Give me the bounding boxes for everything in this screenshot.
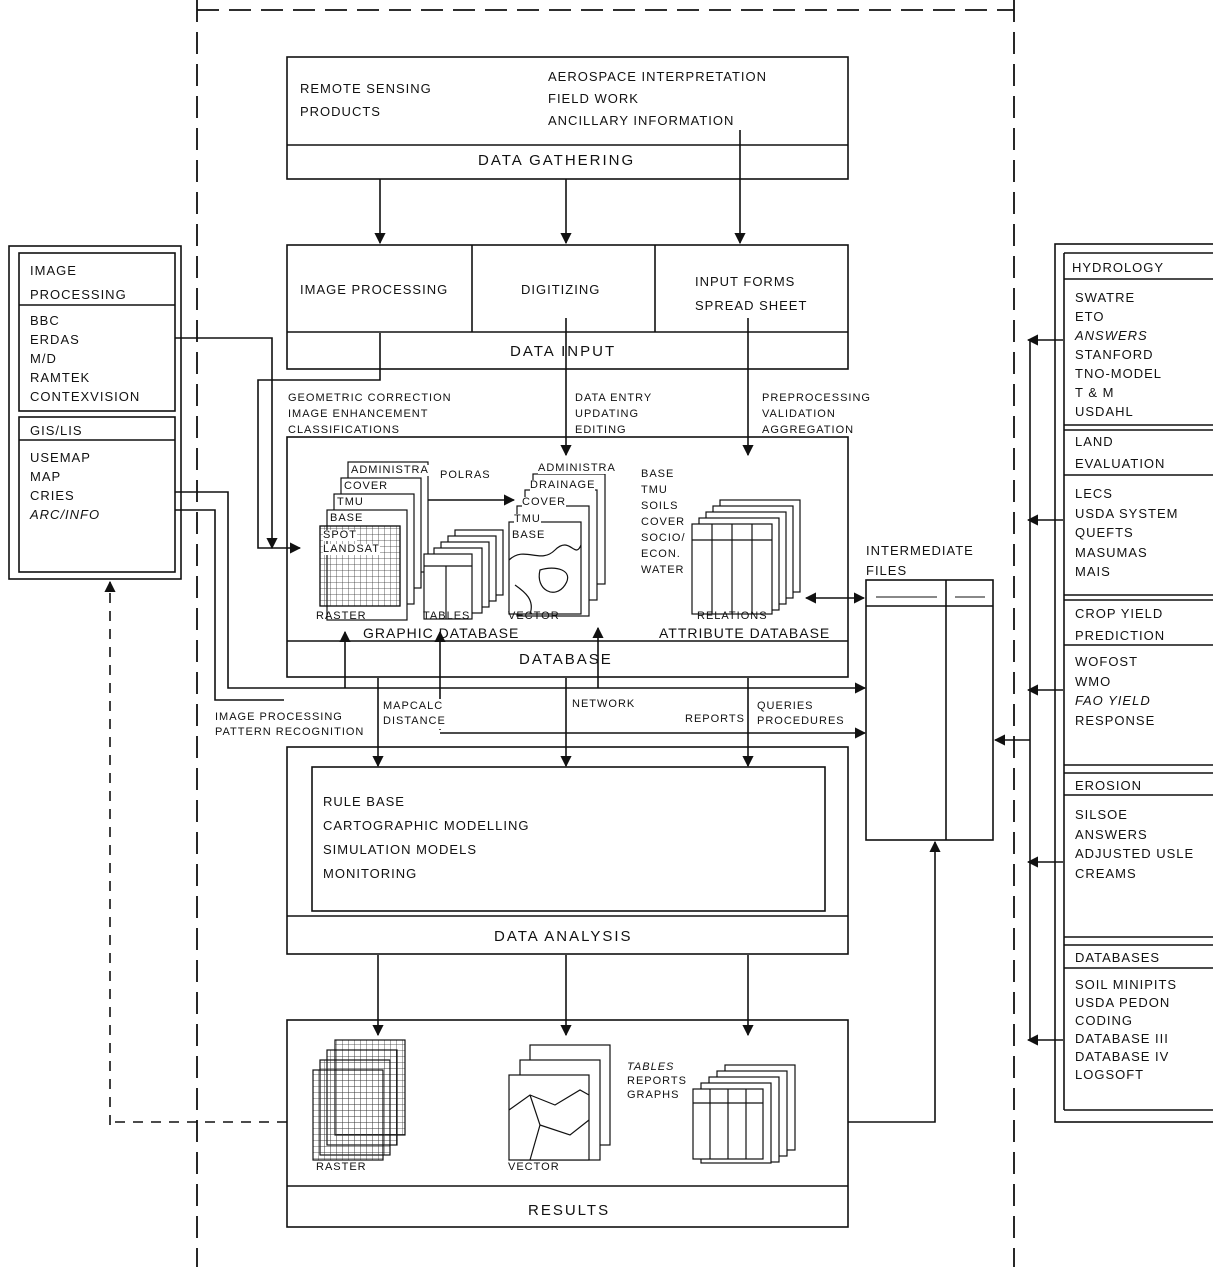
databases-title: DATABASES	[1075, 951, 1160, 964]
gathering-sources: AEROSPACE INTERPRETATION FIELD WORK ANCI…	[548, 66, 767, 132]
network-label: NETWORK	[572, 699, 635, 710]
raster-label: RASTER	[316, 611, 367, 622]
result-raster-icon	[313, 1040, 405, 1160]
raster-layer-landsat: LANDSAT	[323, 544, 380, 555]
relations-stack-icon	[692, 500, 800, 614]
land-evaluation-title: LAND	[1075, 435, 1114, 448]
vector-layer-base: BASE	[512, 530, 545, 541]
vector-layer-administra: ADMINISTRA	[538, 463, 616, 474]
attribute-list: BASE TMU SOILS COVER SOCIO/ ECON. WATER	[641, 466, 686, 578]
erosion-title: EROSION	[1075, 779, 1142, 792]
erosion-models: SILSOE ANSWERS ADJUSTED USLE CREAMS	[1075, 805, 1194, 883]
crop-yield-title-2: PREDICTION	[1075, 629, 1165, 642]
polras-label: POLRAS	[440, 470, 491, 481]
raster-layer-tmu: TMU	[337, 497, 364, 508]
result-vector-label: VECTOR	[508, 1162, 560, 1173]
digitize-steps: DATA ENTRY UPDATING EDITING	[575, 390, 652, 438]
database-title: DATABASE	[519, 652, 613, 667]
raster-layer-administra: ADMINISTRA	[351, 465, 429, 476]
hydrology-title: HYDROLOGY	[1072, 261, 1164, 274]
input-steps: PREPROCESSING VALIDATION AGGREGATION	[762, 390, 871, 438]
raster-layer-spot: SPOT	[323, 530, 357, 541]
crop-yield-models: WOFOST WMO FAO YIELD RESPONSE	[1075, 652, 1155, 730]
land-evaluation-title-2: EVALUATION	[1075, 457, 1165, 470]
data-input-title: DATA INPUT	[510, 344, 616, 359]
digitizing-input: DIGITIZING	[521, 283, 600, 296]
vector-layer-cover: COVER	[522, 497, 566, 508]
relations-label: RELATIONS	[697, 611, 768, 622]
gis-lis-systems: USEMAP MAP CRIES ARC/INFO	[30, 448, 100, 524]
crop-yield-title: CROP YIELD	[1075, 607, 1163, 620]
reports-label: REPORTS	[685, 714, 745, 725]
vector-layer-tmu: TMU	[514, 514, 541, 525]
remote-sensing-label: REMOTE SENSING PRODUCTS	[300, 80, 432, 121]
raster-layer-cover: COVER	[344, 481, 388, 492]
attribute-database-label: ATTRIBUTE DATABASE	[659, 626, 830, 640]
input-forms: INPUT FORMS SPREAD SHEET	[695, 270, 807, 318]
intermediate-files-label: INTERMEDIATE FILES	[866, 541, 974, 581]
image-processing-query: IMAGE PROCESSING PATTERN RECOGNITION	[215, 710, 364, 740]
result-raster-label: RASTER	[316, 1162, 367, 1173]
image-processing-title-2: PROCESSING	[30, 288, 127, 301]
results-title: RESULTS	[528, 1203, 610, 1218]
queries-procedures: QUERIES PROCEDURES	[757, 699, 845, 729]
hydrology-models: SWATRE ETO ANSWERS STANFORD TNO-MODEL T …	[1075, 288, 1162, 421]
image-steps: GEOMETRIC CORRECTION IMAGE ENHANCEMENT C…	[288, 390, 452, 438]
tables-label: TABLES	[423, 611, 470, 622]
analysis-items: RULE BASE CARTOGRAPHIC MODELLING SIMULAT…	[323, 790, 529, 886]
result-tables-icon	[693, 1065, 795, 1163]
graphic-database-label: GRAPHIC DATABASE	[363, 626, 519, 640]
vector-label: VECTOR	[508, 611, 560, 622]
vector-layer-drainage: DRAINAGE	[530, 480, 595, 491]
data-gathering-title: DATA GATHERING	[478, 153, 635, 168]
mapcalc-distance: MAPCALC DISTANCE	[383, 699, 446, 729]
intermediate-files-box	[866, 580, 993, 840]
image-processing-input: IMAGE PROCESSING	[300, 283, 448, 296]
result-tables-label: TABLES REPORTS GRAPHS	[627, 1060, 687, 1102]
tables-stack-icon	[424, 530, 503, 619]
raster-layer-base: BASE	[330, 513, 363, 524]
land-evaluation-models: LECS USDA SYSTEM QUEFTS MASUMAS MAIS	[1075, 484, 1178, 582]
result-vector-icon	[509, 1045, 610, 1160]
image-processing-systems: BBC ERDAS M/D RAMTEK CONTEXVISION	[30, 311, 140, 406]
gis-lis-title: GIS/LIS	[30, 424, 83, 437]
databases-list: SOIL MINIPITS USDA PEDON CODING DATABASE…	[1075, 976, 1177, 1084]
data-analysis-title: DATA ANALYSIS	[494, 929, 633, 944]
image-processing-title: IMAGE	[30, 264, 77, 277]
